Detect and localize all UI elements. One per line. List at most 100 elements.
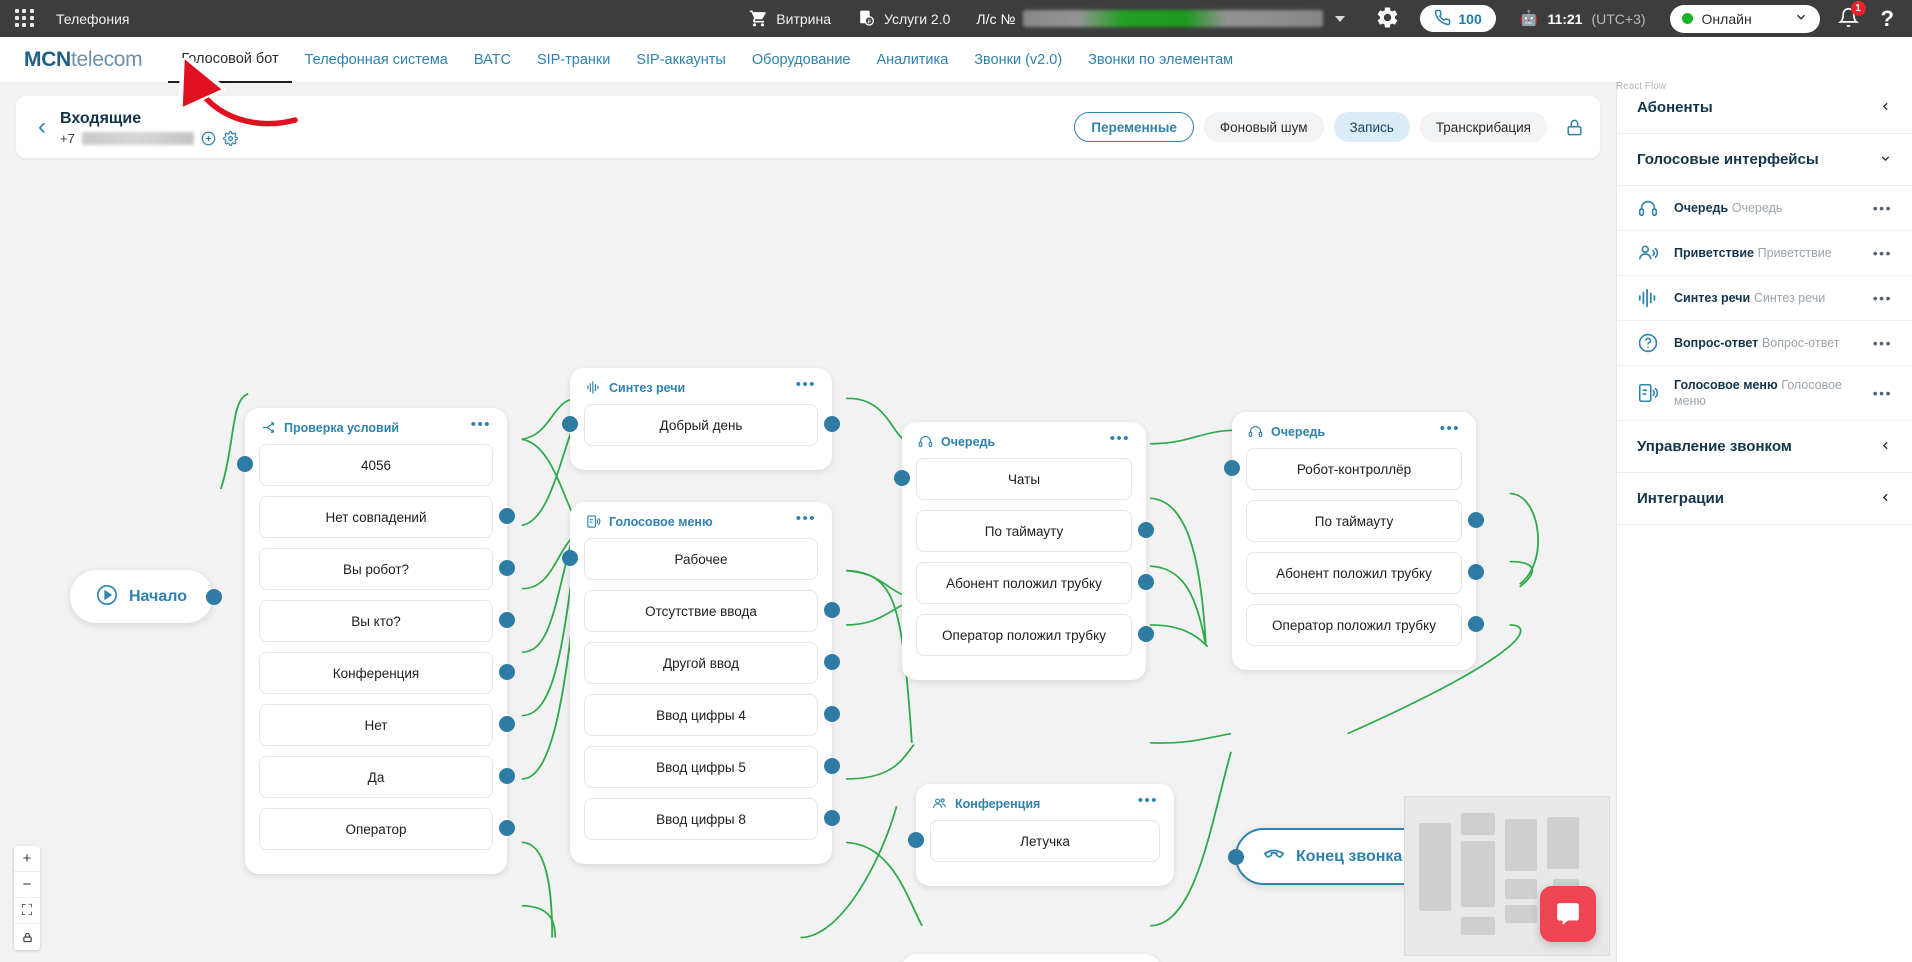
node-tts[interactable]: Синтез речи ••• Добрый день — [562, 368, 840, 470]
status-selector[interactable]: Онлайн — [1669, 4, 1820, 33]
chevron-down-icon[interactable] — [1335, 15, 1346, 22]
nav-link-equipment[interactable]: Оборудование — [751, 51, 851, 68]
port-out[interactable] — [1138, 522, 1154, 538]
node-item[interactable]: Нет совпадений — [259, 496, 493, 538]
port-out[interactable] — [499, 768, 515, 784]
port-in[interactable] — [562, 416, 578, 432]
node-item[interactable]: Оператор положил трубку — [1246, 604, 1462, 646]
port-out[interactable] — [824, 706, 840, 722]
sidebar-item-qa[interactable]: Вопрос-ответ Вопрос-ответ ••• — [1617, 321, 1912, 366]
node-internal[interactable]: Внутренний ••• Эраст (103) — [902, 954, 1160, 962]
sidebar-section-integrations[interactable]: Интеграции — [1617, 473, 1912, 525]
gear-icon[interactable] — [1375, 5, 1400, 33]
node-menu-button[interactable]: ••• — [795, 510, 816, 527]
port-out[interactable] — [1468, 512, 1484, 528]
node-item[interactable]: По таймауту — [1246, 500, 1462, 542]
port-out[interactable] — [824, 758, 840, 774]
port-out[interactable] — [824, 810, 840, 826]
sidebar-item-queue[interactable]: Очередь Очередь ••• — [1617, 186, 1912, 231]
node-item[interactable]: Вы кто? — [259, 600, 493, 642]
node-item[interactable]: 4056 — [259, 444, 493, 486]
port-out[interactable] — [499, 612, 515, 628]
node-item[interactable]: Добрый день — [584, 404, 818, 446]
account-selector[interactable]: Л/с № — [976, 10, 1346, 27]
node-item[interactable]: Абонент положил трубку — [1246, 552, 1462, 594]
node-queue-robot[interactable]: Очередь ••• Робот-контроллёр По таймауту… — [1224, 412, 1484, 670]
node-item[interactable]: Вы робот? — [259, 548, 493, 590]
node-item[interactable]: Чаты — [916, 458, 1132, 500]
port-out[interactable] — [499, 560, 515, 576]
node-item[interactable]: Нет — [259, 704, 493, 746]
port-out[interactable] — [499, 664, 515, 680]
node-item[interactable]: Ввод цифры 4 — [584, 694, 818, 736]
lock-canvas-button[interactable] — [14, 924, 40, 950]
sidebar-item-menu-button[interactable]: ••• — [1872, 290, 1892, 306]
port-out[interactable] — [205, 588, 222, 605]
sidebar-item-menu-button[interactable]: ••• — [1872, 335, 1892, 351]
node-item[interactable]: Другой ввод — [584, 642, 818, 684]
port-in[interactable] — [894, 470, 910, 486]
nav-link-voice-bot[interactable]: Голосовой бот — [168, 37, 292, 83]
chevron-left-icon[interactable] — [1879, 100, 1892, 115]
port-in[interactable] — [562, 550, 578, 566]
node-voice-menu[interactable]: Голосовое меню ••• Рабочее Отсутствие вв… — [562, 502, 840, 864]
node-menu-button[interactable]: ••• — [795, 376, 816, 393]
sidebar-item-greeting[interactable]: Приветствие Приветствие ••• — [1617, 231, 1912, 276]
node-menu-button[interactable]: ••• — [470, 416, 491, 433]
nav-link-calls-v2[interactable]: Звонки (v2.0) — [974, 51, 1063, 68]
showcase-button[interactable]: Витрина — [749, 9, 831, 28]
node-queue-chats[interactable]: Очередь ••• Чаты По таймауту Абонент пол… — [894, 422, 1154, 680]
zoom-controls[interactable]: + − ⛶ — [14, 846, 40, 950]
zoom-out-button[interactable]: − — [14, 872, 40, 898]
sidebar-item-menu-button[interactable]: ••• — [1872, 200, 1892, 216]
chevron-left-icon[interactable] — [1879, 491, 1892, 506]
port-out[interactable] — [1468, 564, 1484, 580]
sidebar-item-menu-button[interactable]: ••• — [1872, 385, 1892, 401]
node-item[interactable]: По таймауту — [916, 510, 1132, 552]
zoom-in-button[interactable]: + — [14, 846, 40, 872]
node-item[interactable]: Рабочее — [584, 538, 818, 580]
node-item[interactable]: Ввод цифры 8 — [584, 798, 818, 840]
node-item[interactable]: Робот-контроллёр — [1246, 448, 1462, 490]
port-in[interactable] — [1228, 848, 1244, 865]
node-item[interactable]: Абонент положил трубку — [916, 562, 1132, 604]
services-button[interactable]: ₽ Услуги 2.0 — [857, 9, 950, 28]
sidebar-section-subscribers[interactable]: Абоненты — [1617, 82, 1912, 134]
phone-extension-button[interactable]: 100 — [1420, 5, 1496, 32]
node-item[interactable]: Да — [259, 756, 493, 798]
port-out[interactable] — [499, 508, 515, 524]
gear-small-icon[interactable] — [222, 130, 238, 146]
notifications-button[interactable]: 1 — [1837, 0, 1866, 31]
help-icon[interactable]: ? — [1880, 5, 1894, 31]
apps-grid-icon[interactable] — [14, 8, 36, 30]
chevron-down-icon[interactable] — [1879, 152, 1892, 167]
flow-canvas[interactable]: Начало Проверка условий ••• 4056 Нет сов… — [0, 172, 1616, 962]
port-in[interactable] — [237, 456, 253, 472]
nav-link-calls-by-elements[interactable]: Звонки по элементам — [1088, 51, 1234, 68]
node-item[interactable]: Оператор положил трубку — [916, 614, 1132, 656]
nav-link-analytics[interactable]: Аналитика — [876, 51, 949, 68]
brand-logo[interactable]: MCNtelecom — [24, 48, 143, 72]
node-menu-button[interactable]: ••• — [1439, 420, 1460, 437]
support-chat-button[interactable] — [1540, 886, 1596, 942]
node-item[interactable]: Летучка — [930, 820, 1160, 862]
sidebar-item-tts[interactable]: Синтез речи Синтез речи ••• — [1617, 276, 1912, 321]
sidebar-item-voice-menu[interactable]: Голосовое меню Голосовое меню ••• — [1617, 366, 1912, 421]
nav-link-vats[interactable]: ВАТС — [473, 51, 511, 68]
port-out[interactable] — [1138, 574, 1154, 590]
chip-background-noise[interactable]: Фоновый шум — [1203, 112, 1324, 142]
node-start[interactable]: Начало — [70, 570, 222, 623]
chip-transcription[interactable]: Транскрибация — [1419, 112, 1547, 142]
nav-link-phone-system[interactable]: Телефонная система — [304, 51, 448, 68]
chip-recording[interactable]: Запись — [1333, 112, 1410, 142]
node-item[interactable]: Оператор — [259, 808, 493, 850]
port-out[interactable] — [1138, 626, 1154, 642]
port-out[interactable] — [824, 654, 840, 670]
node-conference[interactable]: Конференция ••• Летучка — [908, 784, 1174, 886]
node-item[interactable]: Отсутствие ввода — [584, 590, 818, 632]
lock-icon[interactable] — [1565, 118, 1584, 137]
port-in[interactable] — [1224, 460, 1240, 476]
sidebar-section-call-control[interactable]: Управление звонком — [1617, 421, 1912, 473]
port-out[interactable] — [824, 602, 840, 618]
port-out[interactable] — [499, 820, 515, 836]
